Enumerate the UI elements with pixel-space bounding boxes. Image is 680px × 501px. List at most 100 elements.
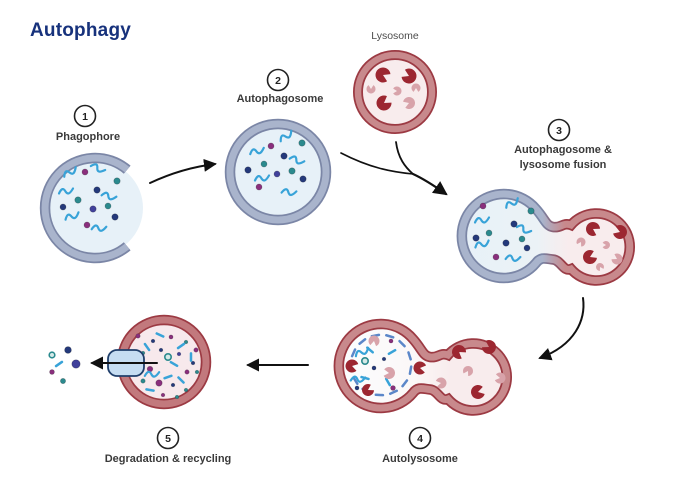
cargo-dot (160, 392, 166, 398)
debris-dash (407, 351, 412, 361)
enzyme-pacman-icon (435, 377, 447, 389)
cargo-squiggle (253, 174, 271, 182)
cargo-dot (267, 142, 275, 150)
step2-number: 2 (275, 75, 281, 87)
cargo-squiggle (474, 239, 490, 249)
cargo-dot (390, 385, 396, 391)
autolysosome (333, 318, 513, 416)
cargo-squiggle (63, 166, 77, 178)
cargo-dot (140, 378, 146, 384)
debris-dash (408, 365, 413, 376)
cargo-dot (485, 229, 493, 237)
step5-number: 5 (165, 433, 171, 445)
cargo-dot (71, 359, 81, 369)
cargo-squiggle (90, 224, 108, 232)
cargo-squiggle (280, 188, 298, 197)
cargo-dot (176, 351, 182, 357)
enzyme-pacman-icon (602, 241, 611, 249)
cargo-dot (184, 369, 190, 375)
step2-label: Autophagosome (237, 93, 324, 105)
enzyme-pacman-icon (345, 359, 359, 373)
cargo-dot (523, 244, 531, 252)
cargo-dot (244, 166, 252, 174)
cargo-dot (164, 352, 173, 361)
phagophore-cargo (57, 163, 121, 232)
debris-dash (385, 334, 395, 339)
cargo-dot (255, 183, 263, 191)
arrow-from-lysosome (395, 141, 414, 175)
arrow-fusion-to-autolysosome (538, 297, 585, 361)
cargo-squiggle (504, 254, 522, 262)
debris-dash (177, 376, 185, 384)
cargo-dot (527, 207, 535, 215)
cargo-dot (135, 333, 141, 339)
cargo-dot (155, 379, 163, 387)
enzyme-pacman-icon (393, 86, 402, 96)
cargo-dot (174, 394, 180, 400)
cargo-squiggle (64, 211, 80, 221)
step3-number-badge (547, 118, 571, 142)
enzyme-pacman-icon (375, 67, 391, 83)
arrow-from-autophagosome (340, 152, 414, 175)
cargo-dot (113, 177, 121, 185)
phagophore (39, 152, 143, 264)
cargo-dot (170, 382, 176, 388)
enzyme-pacman-icon (576, 237, 586, 247)
autolysosome-membrane (335, 320, 511, 414)
enzyme-pacman-icon (596, 263, 604, 271)
cargo-dot (89, 205, 97, 213)
page-title: Autophagy (30, 20, 132, 41)
cargo-dot (354, 385, 360, 391)
cargo-dot (59, 203, 67, 211)
autolysosome-debris (345, 333, 413, 397)
cargo-dot (49, 369, 55, 375)
cargo-dot (104, 202, 112, 210)
cargo-dot (64, 346, 72, 354)
lysosome-label: Lysosome (371, 30, 419, 42)
step4-number: 4 (417, 433, 423, 445)
enzyme-pacman-icon (494, 372, 506, 384)
cargo-squiggle (505, 197, 519, 209)
enzyme-pacman-icon (471, 385, 485, 399)
enzyme-pacman-icon (403, 97, 415, 109)
enzyme-pacman-icon (413, 361, 427, 375)
arrow-phagophore-to-autophagosome (149, 158, 217, 184)
step3-label-line1: Autophagosome & (514, 144, 612, 156)
cargo-squiggle (57, 187, 75, 195)
released-molecules (48, 346, 81, 384)
fusion-membrane (458, 190, 634, 284)
debris-dash (169, 360, 179, 368)
debris-dash (401, 379, 409, 388)
cargo-dot (518, 235, 526, 243)
cargo-dot (190, 360, 196, 366)
cargo-squiggle (143, 370, 161, 378)
cargo-dot (183, 339, 189, 345)
recycling-vesicle (48, 314, 212, 410)
cargo-dot (388, 338, 394, 344)
cargo-dot (150, 338, 156, 344)
step3-label-line2: lysosome fusion (520, 159, 607, 171)
cargo-dot (260, 160, 268, 168)
phagophore-membrane (41, 154, 130, 262)
step3-number: 3 (556, 125, 562, 137)
debris-dash (358, 338, 367, 345)
cargo-dot (371, 365, 377, 371)
lysosome (353, 50, 437, 134)
enzyme-pacman-icon (383, 367, 395, 379)
debris-dash (350, 348, 357, 358)
debris-dash (384, 377, 392, 387)
cargo-dot (381, 356, 387, 362)
debris-dash (398, 339, 406, 348)
cargo-squiggle (515, 224, 533, 234)
autophagosome (224, 118, 332, 226)
cargo-dot (288, 167, 296, 175)
step2-number-badge (266, 68, 290, 92)
fusion-enzymes (576, 222, 627, 271)
debris-dash (388, 389, 399, 396)
recycle-fragments (134, 332, 200, 400)
cargo-squiggle (100, 191, 118, 201)
step1-number-badge (73, 104, 97, 128)
enzyme-pacman-icon (452, 345, 466, 359)
